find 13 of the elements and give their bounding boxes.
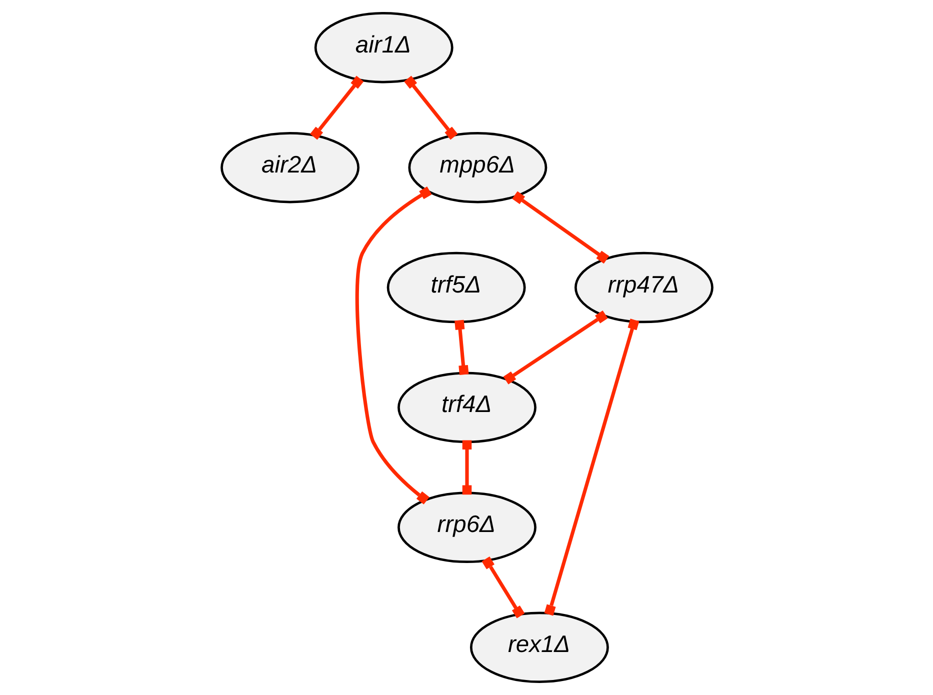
connector: [310, 76, 364, 140]
connector: [481, 556, 524, 618]
node-ellipse: rex1Δ: [469, 612, 608, 684]
connector: [454, 320, 468, 376]
connector: [462, 440, 472, 495]
node-ellipse: air2Δ: [220, 132, 360, 204]
node-ellipse: air1Δ: [314, 12, 453, 84]
node-ellipse: trf5Δ: [386, 252, 526, 324]
connector: [544, 318, 639, 616]
connector: [512, 191, 609, 264]
connector: [502, 310, 608, 384]
connector: [404, 76, 458, 140]
connector: [354, 186, 432, 504]
